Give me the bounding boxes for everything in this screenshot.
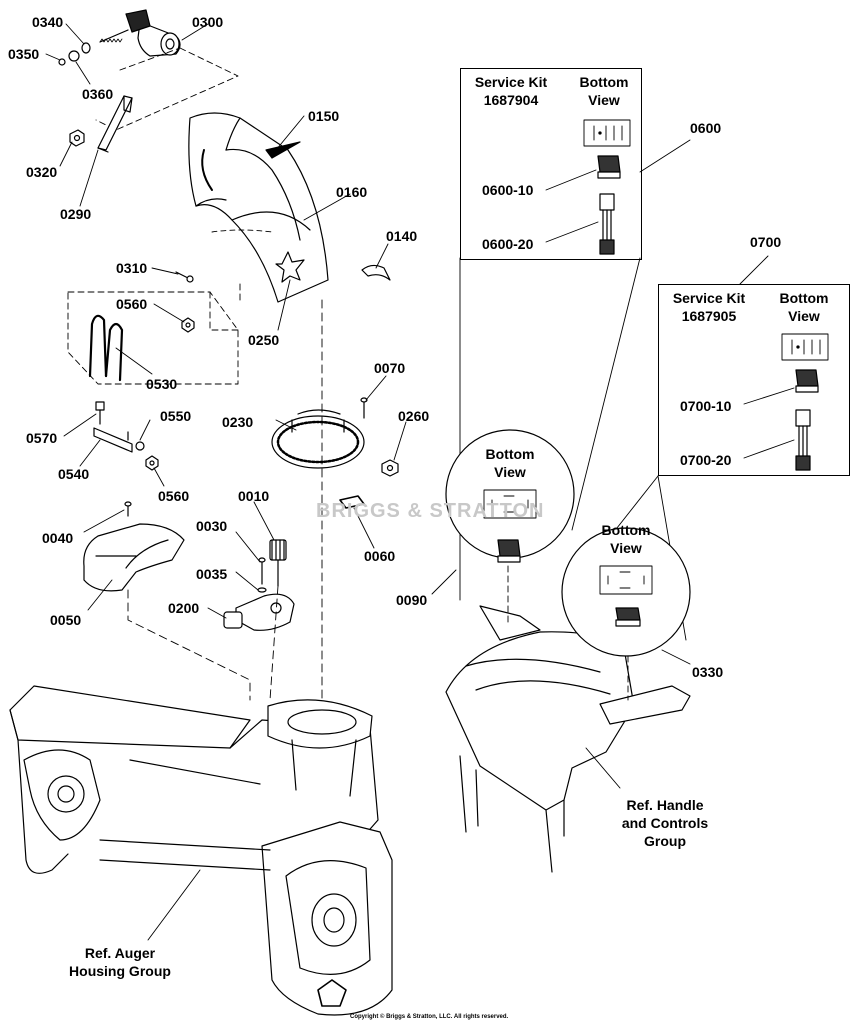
kit2-switch-0700-10 bbox=[795, 369, 819, 393]
circle2-line1: Bottom bbox=[601, 522, 651, 538]
label-0700: 0700 bbox=[750, 234, 782, 250]
label-0550: 0550 bbox=[160, 408, 192, 424]
cover-0050 bbox=[83, 523, 185, 592]
kit2-title-line1: Service Kit bbox=[672, 290, 746, 306]
label-0010: 0010 bbox=[238, 488, 270, 504]
label-0700-20: 0700-20 bbox=[680, 452, 732, 468]
label-0030: 0030 bbox=[196, 518, 228, 534]
label-0260: 0260 bbox=[398, 408, 430, 424]
service-kit-1687904-box bbox=[460, 68, 642, 260]
label-0160: 0160 bbox=[336, 184, 368, 200]
circle1-line2: View bbox=[494, 464, 526, 480]
kit1-title-line2: 1687904 bbox=[483, 92, 539, 108]
ref-handle-line1: Ref. Handle bbox=[626, 797, 704, 813]
label-0350: 0350 bbox=[8, 46, 40, 62]
label-0140: 0140 bbox=[386, 228, 418, 244]
kit2-title-line2: 1687905 bbox=[681, 308, 737, 324]
label-0230: 0230 bbox=[222, 414, 254, 430]
nut-0320 bbox=[69, 129, 85, 147]
auger-housing bbox=[9, 685, 393, 1016]
rocker-switch-0090 bbox=[497, 539, 521, 563]
screw-0040 bbox=[124, 501, 132, 517]
label-0530: 0530 bbox=[146, 376, 178, 392]
label-0330: 0330 bbox=[692, 664, 724, 680]
label-0070: 0070 bbox=[374, 360, 406, 376]
watermark: BRIGGS & STRATTON bbox=[316, 500, 545, 522]
spacer-0550 bbox=[135, 441, 145, 451]
label-0540: 0540 bbox=[58, 466, 90, 482]
kit1-view-line1: Bottom bbox=[579, 74, 629, 90]
bottom-view-circle-0330 bbox=[561, 527, 691, 657]
switch-bottom-icon-1 bbox=[483, 489, 537, 519]
label-0570: 0570 bbox=[26, 430, 58, 446]
washer-0360 bbox=[68, 50, 80, 62]
label-0560b: 0560 bbox=[158, 488, 190, 504]
bracket-0290 bbox=[97, 95, 133, 153]
label-0050: 0050 bbox=[50, 612, 82, 628]
deflector-0150 bbox=[265, 141, 301, 159]
bolt-0070 bbox=[360, 397, 368, 419]
ref-auger-line2: Housing Group bbox=[69, 963, 171, 979]
label-0060: 0060 bbox=[364, 548, 396, 564]
label-0250: 0250 bbox=[248, 332, 280, 348]
handle-controls bbox=[445, 605, 691, 873]
label-0200: 0200 bbox=[168, 600, 200, 616]
copyright: Copyright © Briggs & Stratton, LLC. All … bbox=[350, 1014, 509, 1020]
motor-0300 bbox=[99, 9, 181, 57]
label-0300: 0300 bbox=[192, 14, 224, 30]
screw-0310 bbox=[175, 271, 194, 283]
ref-auger-line1: Ref. Auger bbox=[84, 945, 156, 961]
kit1-bottom-icon bbox=[583, 119, 631, 147]
kit1-view-line2: View bbox=[588, 92, 620, 108]
rocker-switch-0330 bbox=[615, 607, 641, 627]
circle2-line2: View bbox=[610, 540, 642, 556]
label-0360: 0360 bbox=[82, 86, 114, 102]
label-0600: 0600 bbox=[690, 120, 722, 136]
nut-0350 bbox=[58, 58, 66, 66]
label-0340: 0340 bbox=[32, 14, 64, 30]
gear-motor-0200 bbox=[223, 593, 295, 631]
ref-handle-line2: and Controls bbox=[621, 815, 709, 831]
discharge-chute bbox=[188, 112, 329, 303]
service-kit-1687905-box bbox=[658, 284, 850, 476]
label-0040: 0040 bbox=[42, 530, 74, 546]
label-0150: 0150 bbox=[308, 108, 340, 124]
leader-lines bbox=[45, 23, 795, 941]
switch-bottom-icon-2 bbox=[599, 565, 653, 595]
nut-0560b bbox=[145, 455, 159, 471]
cable-0530 bbox=[88, 314, 124, 382]
bracket-0540 bbox=[93, 427, 133, 453]
label-0560a: 0560 bbox=[116, 296, 148, 312]
label-0320: 0320 bbox=[26, 164, 58, 180]
label-0310: 0310 bbox=[116, 260, 148, 276]
label-0700-10: 0700-10 bbox=[680, 398, 732, 414]
gear-0010 bbox=[269, 539, 287, 587]
nut-0560a bbox=[181, 317, 195, 333]
screw-0030 bbox=[258, 557, 266, 585]
kit2-view-line1: Bottom bbox=[779, 290, 829, 306]
plate-0060 bbox=[339, 495, 365, 509]
kit1-switch-0600-10 bbox=[597, 155, 621, 179]
label-0090: 0090 bbox=[396, 592, 428, 608]
washer-0035 bbox=[257, 587, 267, 593]
kit1-harness-0600-20 bbox=[599, 193, 615, 255]
label-0600-10: 0600-10 bbox=[482, 182, 534, 198]
kit2-view-line2: View bbox=[788, 308, 820, 324]
label-0035: 0035 bbox=[196, 566, 228, 582]
ring-gear-0230 bbox=[271, 409, 365, 469]
kit1-title-line1: Service Kit bbox=[474, 74, 548, 90]
label-0290: 0290 bbox=[60, 206, 92, 222]
ref-handle-line3: Group bbox=[644, 833, 686, 849]
kit2-bottom-icon bbox=[781, 333, 829, 361]
ref-auger-housing-label: Ref. Auger Housing Group bbox=[50, 944, 190, 980]
ref-handle-controls-label: Ref. Handle and Controls Group bbox=[600, 796, 730, 850]
nut-0260 bbox=[381, 459, 399, 477]
kit2-harness-0700-20 bbox=[795, 409, 811, 471]
washer-0340 bbox=[81, 42, 91, 54]
circle1-line1: Bottom bbox=[485, 446, 535, 462]
label-0600-20: 0600-20 bbox=[482, 236, 534, 252]
clip-0140 bbox=[361, 264, 391, 281]
screw-0570 bbox=[95, 401, 105, 425]
